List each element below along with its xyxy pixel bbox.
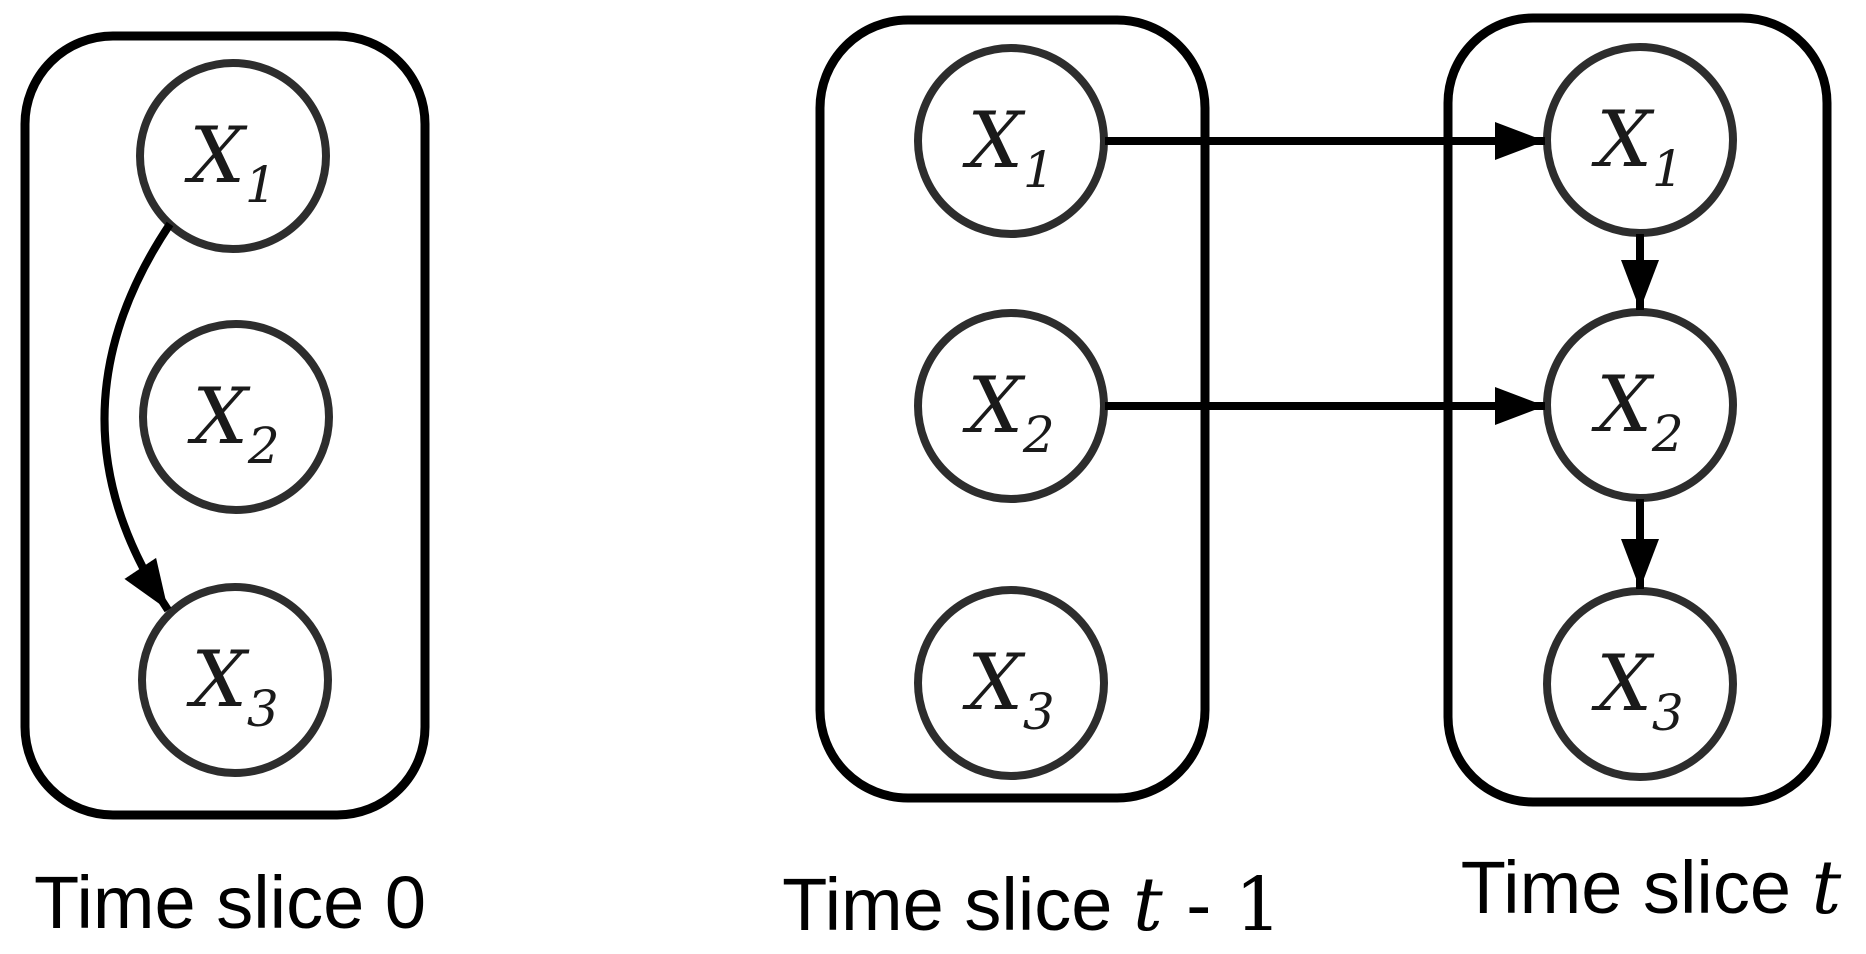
- node-slice-t-x2-circle: [1543, 308, 1737, 502]
- node-slice-t-minus-1-x3: X3: [914, 586, 1108, 780]
- node-slice-t-x2-label: X2: [1590, 360, 1683, 463]
- node-slice0-x2: X2: [139, 320, 333, 514]
- temporal-edges: [1105, 122, 1545, 425]
- time-slice-t-minus-1-label: Time slice t - 1: [782, 862, 1282, 948]
- panel-time-slice-t-minus-1: X1 X2 X3 Time slice t - 1: [782, 15, 1282, 948]
- node-slice0-x2-circle: [139, 320, 333, 514]
- time-slice-0-label: Time slice 0: [34, 861, 426, 944]
- node-slice-t-x1-circle: [1543, 43, 1737, 237]
- time-slice-0-box: [20, 31, 430, 820]
- node-slice-t-x3: X3: [1543, 587, 1737, 781]
- node-slice-t-minus-1-x1-label: X1: [961, 96, 1054, 199]
- node-slice0-x1: X1: [136, 59, 330, 253]
- node-slice-t-minus-1-x1-circle: [914, 44, 1108, 238]
- panel-time-slice-t: X1 X2 X3 Time slice t: [1443, 13, 1842, 931]
- panel-time-slice-0: X1 X2 X3 Time slice 0: [20, 31, 430, 944]
- node-slice-t-x3-circle: [1543, 587, 1737, 781]
- node-slice-t-minus-1-x3-label: X3: [961, 638, 1054, 741]
- node-slice0-x2-label: X2: [186, 372, 279, 475]
- node-slice0-x3-circle: [138, 583, 332, 777]
- node-slice-t-x3-label: X3: [1590, 639, 1683, 742]
- node-slice-t-minus-1-x1: X1: [914, 44, 1108, 238]
- edge-slice0-x1-to-x3: [100, 221, 174, 613]
- node-slice-t-x1-label: X1: [1590, 95, 1683, 198]
- node-slice0-x3-label: X3: [185, 635, 278, 738]
- time-slice-t-label: Time slice t: [1461, 845, 1842, 931]
- node-slice-t-x1: X1: [1543, 43, 1737, 237]
- node-slice0-x1-circle: [136, 59, 330, 253]
- node-slice-t-minus-1-x2-label: X2: [961, 361, 1054, 464]
- node-slice0-x1-label: X1: [183, 111, 276, 214]
- node-slice-t-minus-1-x2: X2: [914, 309, 1108, 503]
- node-slice-t-minus-1-x3-circle: [914, 586, 1108, 780]
- node-slice-t-minus-1-x2-circle: [914, 309, 1108, 503]
- node-slice-t-x2: X2: [1543, 308, 1737, 502]
- node-slice0-x3: X3: [138, 583, 332, 777]
